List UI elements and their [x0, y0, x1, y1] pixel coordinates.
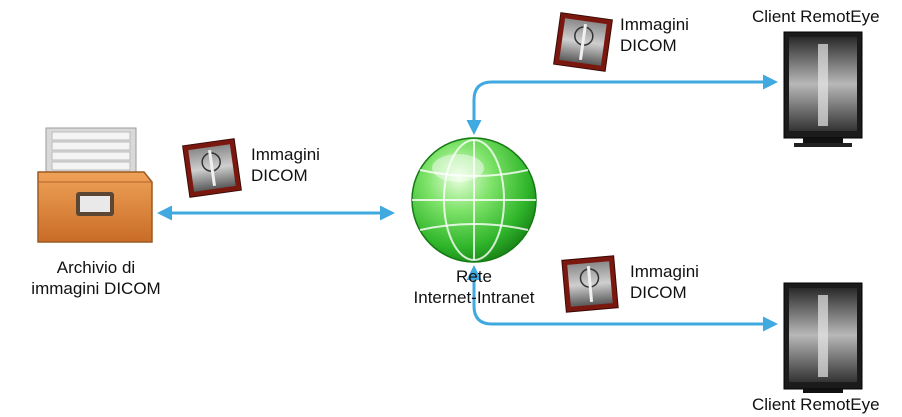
client-top-label: Client RemotEye — [752, 7, 880, 26]
file-drawer-icon — [37, 127, 153, 243]
archive-label-line1: Archivio di — [56, 258, 136, 277]
network-label-line2: Internet-Intranet — [413, 288, 535, 307]
network-label-line1: Rete — [456, 267, 492, 286]
client-bottom-label: Client RemotEye — [752, 395, 880, 414]
flow-left-label-line1: Immagini — [251, 145, 320, 164]
flow-top-label-line1: Immagini — [620, 15, 689, 34]
flow-left-label: Immagini DICOM — [251, 144, 320, 186]
flow-bottom-label-line2: DICOM — [630, 283, 687, 302]
xray-image-icon-left — [182, 138, 242, 198]
globe-icon — [411, 137, 537, 263]
network-label: Rete Internet-Intranet — [394, 266, 554, 308]
xray-image-icon-bottom — [561, 255, 619, 313]
archive-label: Archivio di immagini DICOM — [16, 257, 176, 299]
network-client-bottom-arrow — [466, 265, 778, 332]
archive-label-line2: immagini DICOM — [31, 279, 161, 298]
flow-bottom-label: Immagini DICOM — [630, 261, 699, 303]
network-client-top-arrow — [466, 74, 778, 135]
xray-image-icon-top — [553, 12, 613, 72]
flow-bottom-label-line1: Immagini — [630, 262, 699, 281]
monitor-icon-top — [783, 31, 863, 147]
flow-top-label-line2: DICOM — [620, 36, 677, 55]
flow-left-label-line2: DICOM — [251, 166, 308, 185]
monitor-icon-bottom — [783, 282, 863, 393]
flow-top-label: Immagini DICOM — [620, 14, 689, 56]
